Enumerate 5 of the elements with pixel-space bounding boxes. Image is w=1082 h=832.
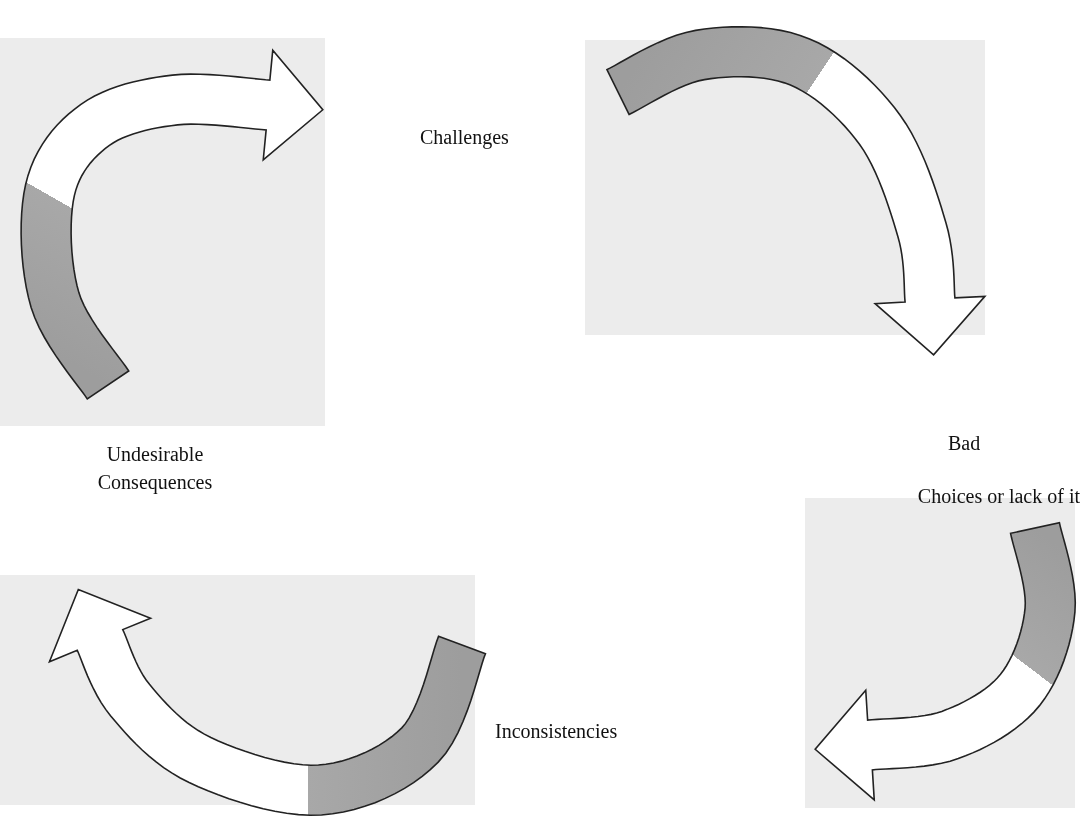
cycle-label: Choices or lack of it — [916, 485, 1080, 508]
cycle-label: Inconsistencies — [495, 720, 619, 743]
cycle-label: Undesirable Consequences — [96, 442, 214, 496]
cycle-label: Bad — [947, 432, 982, 455]
cycle-label: Challenges — [420, 126, 510, 149]
